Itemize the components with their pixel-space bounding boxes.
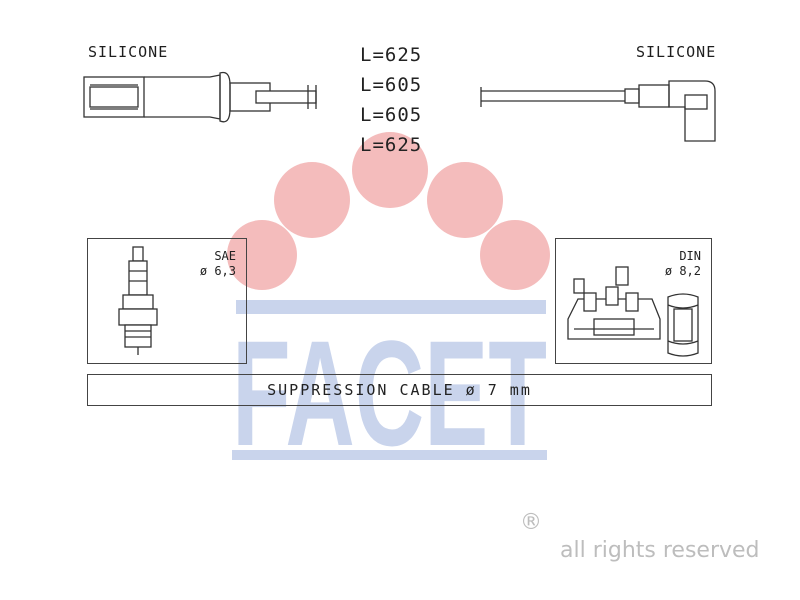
angled-boot-connector-icon [480, 80, 716, 142]
coil-boot-icon [667, 293, 699, 357]
length-4: L=625 [360, 134, 423, 156]
spark-plug-icon [118, 246, 158, 355]
straight-connector-icon [83, 71, 317, 123]
spark-plug-diameter: ø 6,3 [199, 264, 236, 278]
spark-plug-standard-label: SAE [214, 249, 236, 263]
silicone-label-right: SILICONE [636, 43, 717, 61]
coil-diameter: ø 8,2 [664, 264, 701, 278]
ignition-coil-icon [567, 266, 661, 340]
cable-lengths: L=625 L=605 L=605 L=625 [360, 40, 450, 160]
length-1: L=625 [360, 44, 423, 66]
watermark-bar [236, 300, 546, 314]
watermark-text: FACET [232, 309, 547, 477]
rights-reserved-text: all rights reserved [560, 538, 760, 563]
watermark-underline [232, 450, 547, 460]
suppression-cable-spec: SUPPRESSION CABLE ø 7 mm [87, 374, 712, 406]
spark-plug-panel: SAE ø 6,3 [87, 238, 247, 364]
length-2: L=605 [360, 74, 423, 96]
suppression-cable-label: SUPPRESSION CABLE ø 7 mm [267, 381, 532, 399]
length-3: L=605 [360, 104, 423, 126]
coil-standard-label: DIN [679, 249, 701, 263]
spark-plug-standard: SAE ø 6,3 [200, 249, 236, 279]
watermark-circles [227, 132, 550, 290]
silicone-label-left: SILICONE [88, 43, 169, 61]
coil-standard: DIN ø 8,2 [665, 249, 701, 279]
ignition-coil-panel: DIN ø 8,2 [555, 238, 712, 364]
registered-mark: ® [520, 510, 542, 535]
